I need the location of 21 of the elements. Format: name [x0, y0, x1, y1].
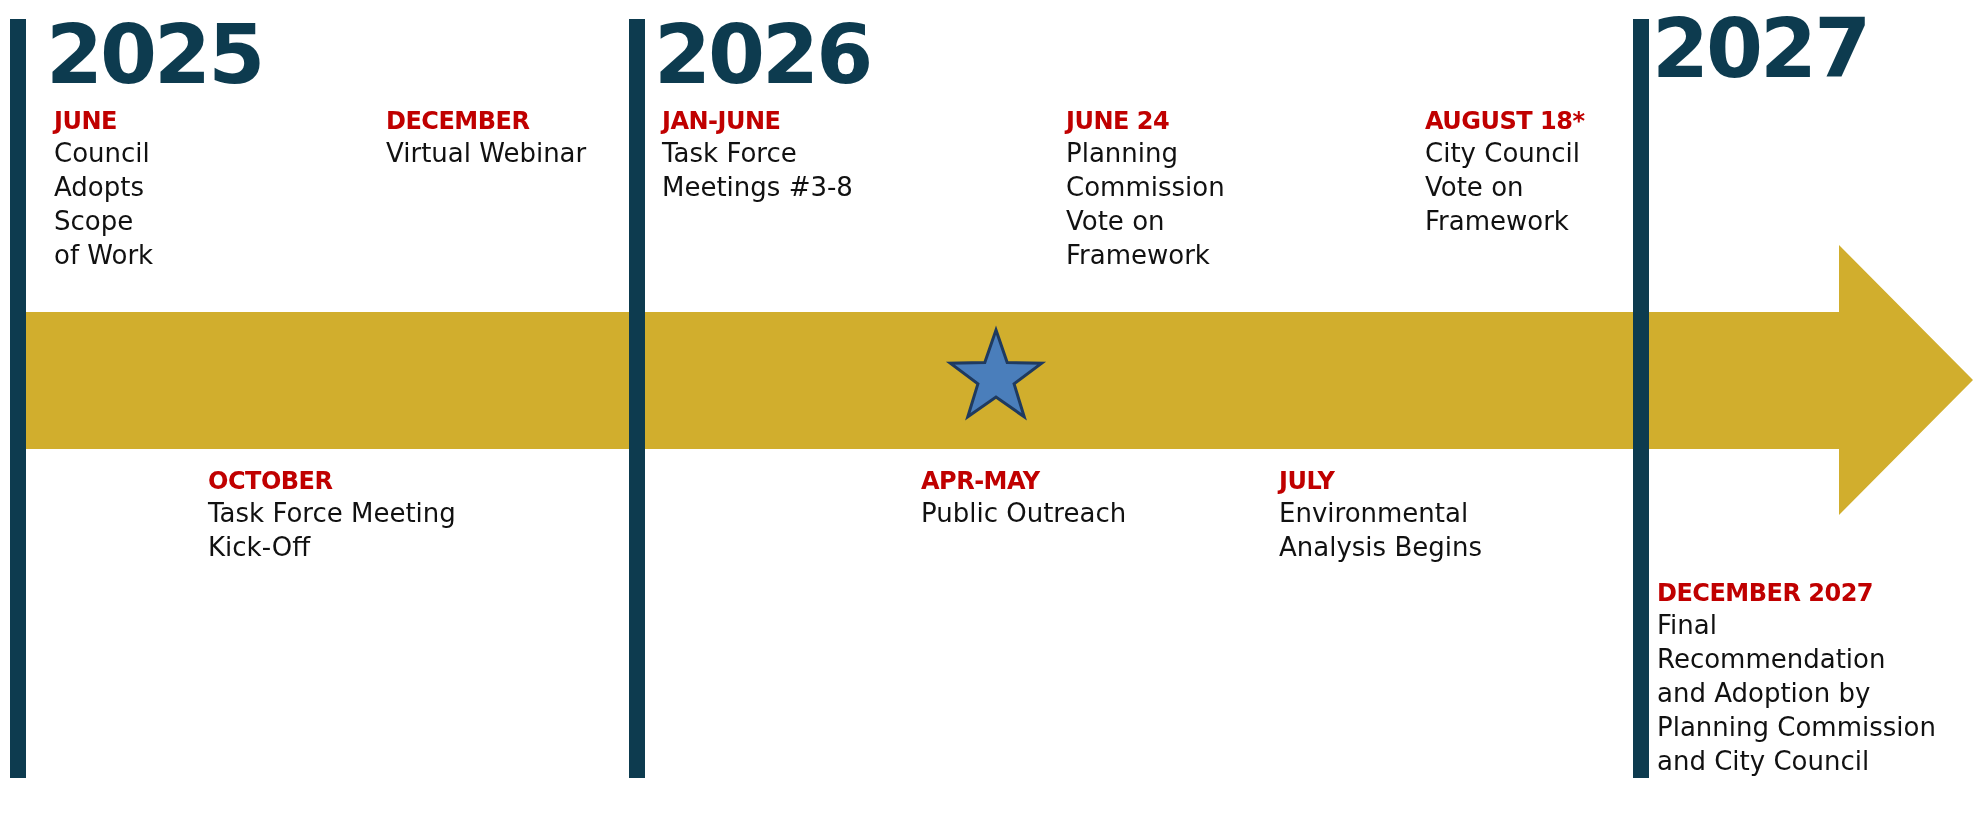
event-date: OCTOBER	[208, 466, 334, 496]
event-description: Virtual Webinar	[386, 137, 588, 170]
event-date: AUGUST 18*	[1425, 106, 1586, 136]
event-date: DECEMBER 2027	[1657, 578, 1875, 608]
event-description: Council Adopts Scope of Work	[54, 137, 155, 272]
year-heading: 2025	[46, 14, 263, 96]
event-description: Task Force Meetings #3-8	[662, 137, 854, 204]
event-date: DECEMBER	[386, 106, 531, 136]
event-description: City Council Vote on Framework	[1425, 137, 1581, 238]
event-description: Public Outreach	[921, 497, 1128, 530]
year-heading: 2026	[654, 14, 871, 96]
event-date: JULY	[1279, 466, 1336, 496]
event-date: JAN-JUNE	[662, 106, 782, 136]
event-date: JUNE 24	[1066, 106, 1171, 136]
event-description: Task Force Meeting Kick-Off	[208, 497, 457, 564]
event-description: Final Recommendation and Adoption by Planning Commission and City Council	[1657, 609, 1937, 778]
event-description: Planning Commission Vote on Framework	[1066, 137, 1226, 272]
event-date: JUNE	[54, 106, 118, 136]
event-date: APR-MAY	[921, 466, 1041, 496]
year-heading: 2027	[1652, 8, 1869, 90]
event-description: Environmental Analysis Begins	[1279, 497, 1483, 564]
